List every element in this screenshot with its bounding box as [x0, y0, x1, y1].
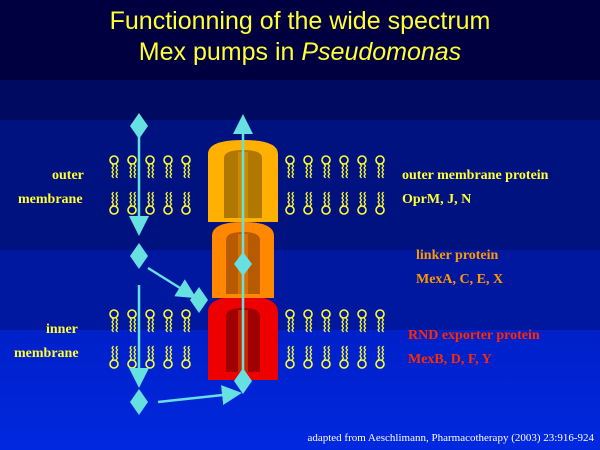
lipid-inner-lower [357, 345, 367, 369]
lipid-inner-lower [303, 345, 313, 369]
inner-membrane-label-line2: membrane [14, 346, 79, 361]
lipid-inner-upper [339, 309, 349, 333]
lipid-inner-upper [321, 309, 331, 333]
lipid-inner-lower [285, 345, 295, 369]
lipid-inner-lower [339, 345, 349, 369]
lipid-outer-upper [375, 155, 385, 179]
lipid-inner-upper [357, 309, 367, 333]
lipid-outer-lower [127, 191, 137, 215]
citation-credit: adapted from Aeschlimann, Pharmacotherap… [307, 432, 594, 444]
outer-membrane-label-line1: outer [52, 168, 84, 183]
arrow-cytoplasm-to-pump [157, 385, 242, 406]
lipid-outer-lower [181, 191, 191, 215]
substrate-diamond-periplasm [130, 243, 148, 269]
lipid-inner-upper [303, 309, 313, 333]
arrow-to-pump [147, 266, 197, 299]
rnd-names: MexB, D, F, Y [408, 352, 492, 367]
lipid-inner-upper [163, 309, 173, 333]
lipid-outer-upper [321, 155, 331, 179]
lipid-inner-upper [181, 309, 191, 333]
lipid-inner-lower [375, 345, 385, 369]
slide-title-line2: Mex pumps in Pseudomonas [0, 37, 600, 67]
outer-membrane-label-line2: membrane [18, 192, 83, 207]
lipid-outer-upper [339, 155, 349, 179]
lipid-outer-lower [339, 191, 349, 215]
lipid-outer-upper [285, 155, 295, 179]
substrate-diamond-inner-membrane [190, 287, 208, 313]
linker-names: MexA, C, E, X [416, 272, 504, 287]
lipid-inner-upper [109, 309, 119, 333]
linker-title: linker protein [416, 248, 499, 263]
substrate-diamond-outside [130, 113, 148, 139]
lipid-outer-upper [303, 155, 313, 179]
lipid-outer-upper [181, 155, 191, 179]
lipid-outer-upper [145, 155, 155, 179]
title-italic: Pseudomonas [301, 38, 462, 66]
inner-membrane-label-line1: inner [46, 322, 78, 337]
lipid-inner-lower [181, 345, 191, 369]
lipid-outer-lower [375, 191, 385, 215]
substrate-molecules [130, 113, 252, 415]
lipid-outer-lower [357, 191, 367, 215]
lipid-inner-lower [145, 345, 155, 369]
lipid-inner-lower [109, 345, 119, 369]
lipid-outer-upper [163, 155, 173, 179]
substrate-diamond-linker [234, 252, 252, 276]
lipid-inner-upper [375, 309, 385, 333]
lipid-outer-upper [127, 155, 137, 179]
lipid-inner-upper [145, 309, 155, 333]
lipid-outer-lower [303, 191, 313, 215]
lipid-inner-upper [127, 309, 137, 333]
rnd-title: RND exporter protein [408, 328, 540, 343]
lipid-outer-upper [357, 155, 367, 179]
lipid-outer-upper [109, 155, 119, 179]
lipid-outer-lower [109, 191, 119, 215]
slide-title-line1: Functionning of the wide spectrum [109, 7, 491, 35]
omp-title: outer membrane protein [402, 168, 549, 183]
title-prefix: Mex pumps in [138, 38, 302, 66]
lipid-inner-upper [285, 309, 295, 333]
substrate-diamond-cytoplasm [130, 389, 148, 415]
lipid-outer-lower [145, 191, 155, 215]
lipid-outer-lower [285, 191, 295, 215]
lipid-outer-lower [163, 191, 173, 215]
lipid-inner-lower [321, 345, 331, 369]
substrate-arrows [129, 114, 253, 406]
lipid-outer-lower [321, 191, 331, 215]
lipid-inner-lower [163, 345, 173, 369]
lipid-inner-lower [127, 345, 137, 369]
substrate-diamond-rnd [234, 368, 252, 394]
omp-names: OprM, J, N [402, 192, 472, 207]
